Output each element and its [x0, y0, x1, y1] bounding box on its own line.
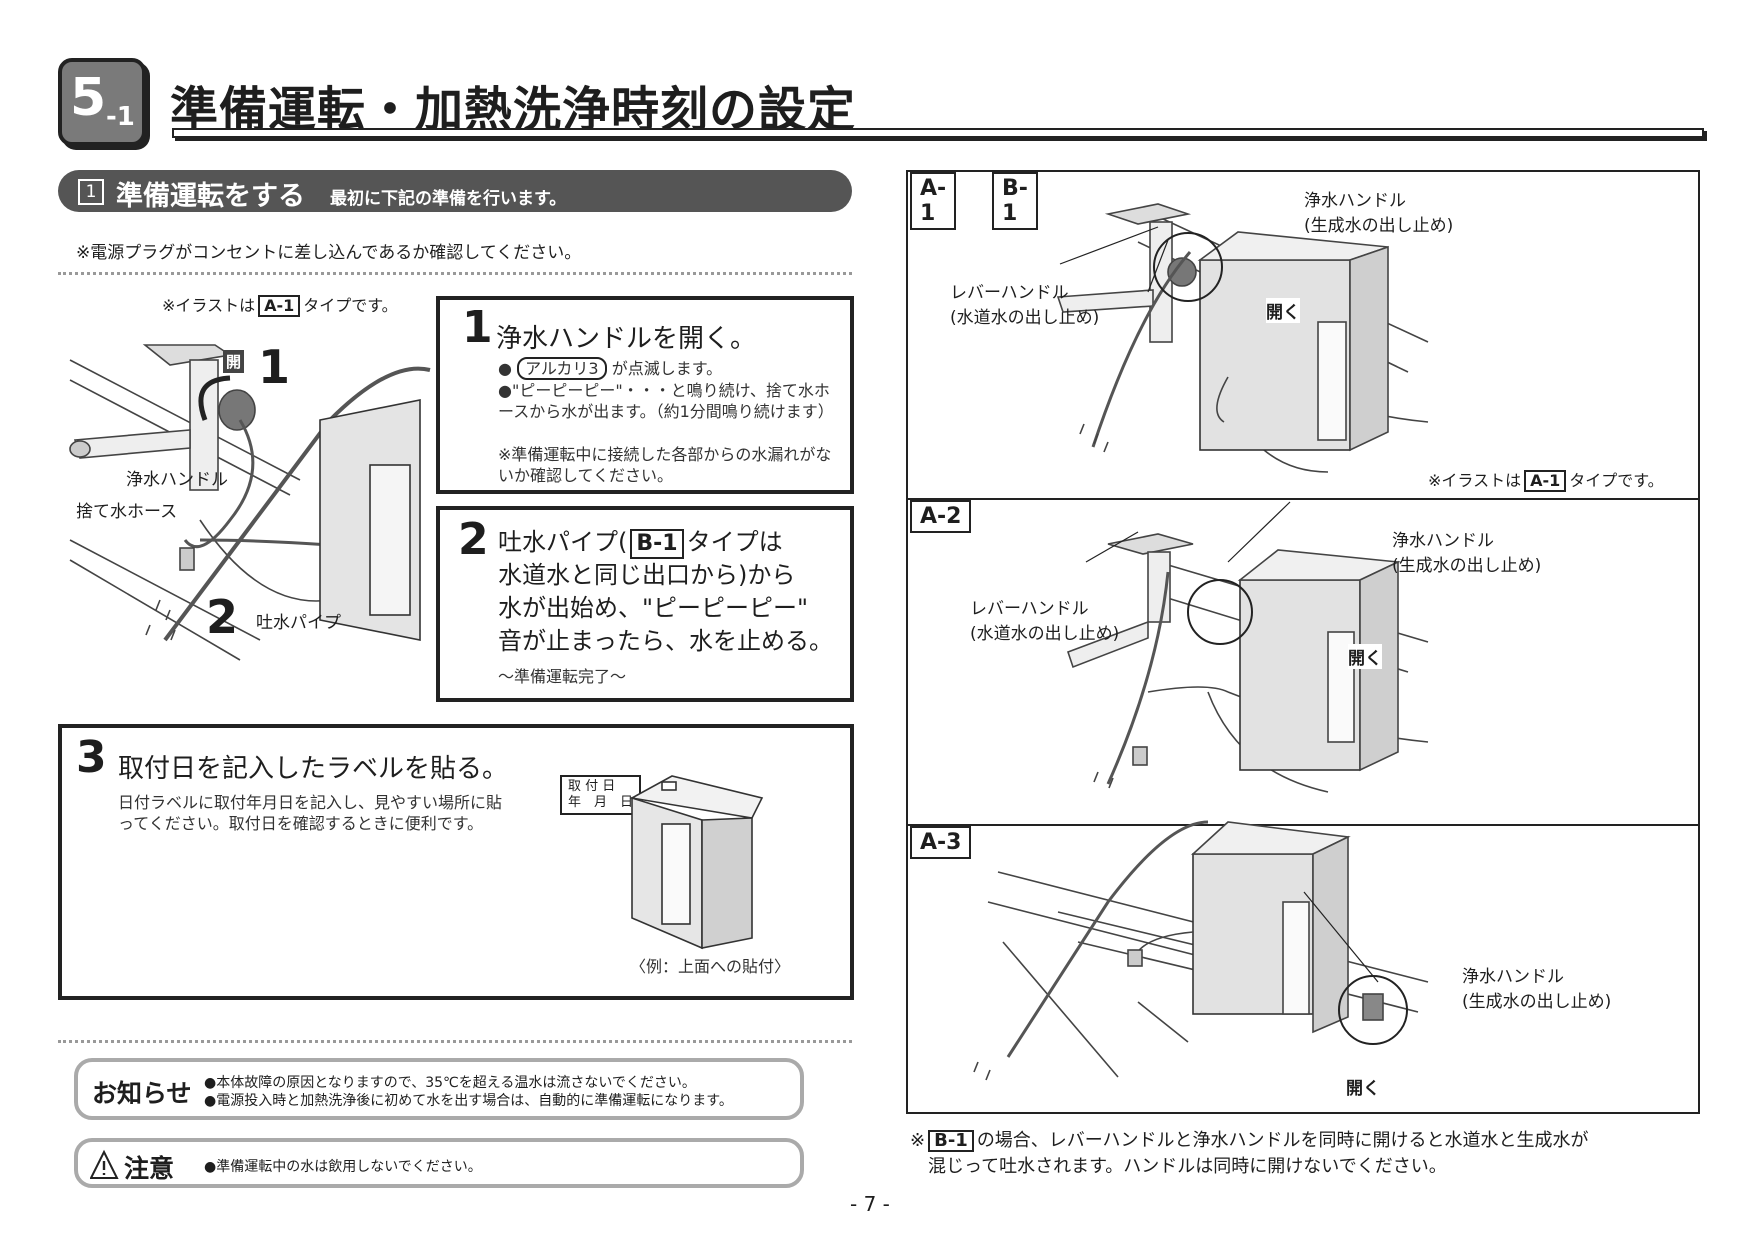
step1-title: 浄水ハンドルを開く。: [496, 324, 757, 354]
step3-number: 3: [76, 732, 107, 783]
a3-purified-handle-label: 浄水ハンドル: [1462, 967, 1564, 987]
a2-lever-handle-label: レバーハンドル: [970, 599, 1089, 619]
step2-line1-pre: 吐水パイプ(: [498, 528, 628, 556]
open-tag: 開: [223, 350, 245, 373]
illustration-caption-type: A-1: [258, 295, 301, 317]
section-badge: 5 -1: [58, 58, 146, 146]
a2-open: 開く: [1348, 644, 1382, 669]
step2-line4: 音が止まったら、水を止める。: [498, 627, 834, 655]
a1-lever-handle-sub: (水道水の出し止め): [950, 308, 1100, 328]
right-panels: A-1 B-1 浄水ハンドル (生成水の出し止め) レバーハンドル (水道水の出…: [906, 170, 1700, 1114]
caution-title: 注意: [124, 1154, 175, 1183]
step1-line1-bullet: ●: [498, 359, 512, 378]
section-badge-number: 5: [70, 68, 107, 128]
label-drain-hose: 捨て水ホース: [76, 502, 178, 522]
dotted-divider: [58, 272, 852, 275]
page-number: - 7 -: [850, 1192, 890, 1216]
step2-number: 2: [458, 514, 489, 565]
a1-caption-post: タイプです。: [1569, 471, 1664, 490]
panel-divider-2: [908, 824, 1698, 826]
footnote-line1-text: の場合、レバーハンドルと浄水ハンドルを同時に開けると水道水と生成水が: [976, 1130, 1589, 1151]
panel-divider-1: [908, 498, 1698, 500]
dotted-divider-2: [58, 1040, 852, 1043]
step3-title: 取付日を記入したラベルを貼る。: [118, 754, 509, 784]
a1-lever-handle: レバーハンドル (水道水の出し止め): [950, 278, 1099, 328]
section-badge-sub: -1: [106, 102, 135, 132]
step2-line3: 水が出始め、"ピーピーピー": [498, 594, 809, 622]
section1-title: 準備運転をする: [116, 181, 305, 212]
notice-box: お知らせ ●本体故障の原因となりますので、35℃を超える温水は流さないでください…: [74, 1058, 804, 1120]
notice-line2: ●電源投入時と加熱洗浄後に初めて水を出す場合は、自動的に準備運転になります。: [204, 1093, 733, 1109]
step1-box: 1 浄水ハンドルを開く。 ● アルカリ3 が点滅します。 ●"ピーピーピー"・・…: [436, 296, 854, 494]
notice-title: お知らせ: [92, 1079, 192, 1108]
a1-purified-handle: 浄水ハンドル (生成水の出し止め): [1304, 186, 1453, 236]
illustration-caption-post: タイプです。: [303, 296, 398, 315]
power-plug-note: ※電源プラグがコンセントに差し込んであるか確認してください。: [76, 243, 582, 263]
footnote-mark: ※: [910, 1130, 926, 1151]
step1-number: 1: [462, 302, 493, 353]
marker-2: 2: [206, 590, 239, 644]
a2-purified-handle-sub: (生成水の出し止め): [1392, 556, 1542, 576]
footnote-line2: 混じって吐水されます。ハンドルは同時に開けないでください。: [928, 1156, 1447, 1177]
notice-line1: ●本体故障の原因となりますので、35℃を超える温水は流さないでください。: [204, 1075, 696, 1091]
a2-purified-handle-label: 浄水ハンドル: [1392, 531, 1494, 551]
step3-box: 3 取付日を記入したラベルを貼る。 日付ラベルに取付年月日を記入し、見やすい場所…: [58, 724, 854, 1000]
panel-label-a1: A-1: [910, 172, 957, 230]
alkali3-badge: アルカリ3: [517, 357, 607, 380]
a1-caption-type: A-1: [1524, 470, 1567, 492]
step3-example: 〈例：上面への貼付〉: [630, 957, 791, 976]
section1-number: 1: [78, 179, 104, 205]
step1-line3: ※準備運転中に接続した各部からの水漏れがないか確認してください。: [498, 445, 832, 485]
step1-line2: ●"ピーピーピー"・・・と鳴り続け、捨て水ホースから水が出ます。（約1分間鳴り続…: [498, 381, 834, 421]
step3-body: 日付ラベルに取付年月日を記入し、見やすい場所に貼ってください。取付日を確認すると…: [118, 793, 503, 833]
a2-purified-handle: 浄水ハンドル (生成水の出し止め): [1392, 526, 1541, 576]
step2-line1-post: タイプは: [686, 528, 783, 556]
a1-purified-handle-sub: (生成水の出し止め): [1304, 216, 1454, 236]
marker-1: 1: [258, 340, 291, 394]
date-label: 取 付 日 年 月 日: [560, 775, 642, 815]
a2-lever-handle-sub: (水道水の出し止め): [970, 624, 1120, 644]
a1-open: 開く: [1266, 298, 1300, 323]
step2-footer: 〜準備運転完了〜: [498, 667, 627, 686]
warning-triangle-icon: [90, 1149, 119, 1179]
a3-open: 開く: [1346, 1074, 1380, 1099]
step1-line1-text: が点滅します。: [611, 359, 723, 378]
a1-purified-handle-label: 浄水ハンドル: [1304, 191, 1406, 211]
step2-line1-type: B-1: [630, 529, 684, 559]
a2-lever-handle: レバーハンドル (水道水の出し止め): [970, 594, 1119, 644]
label-purified-handle: 浄水ハンドル: [126, 470, 228, 490]
illustration-caption-pre: ※イラストは: [162, 296, 256, 315]
step2-line2: 水道水と同じ出口から)から: [498, 561, 796, 589]
a3-purified-handle-sub: (生成水の出し止め): [1462, 992, 1612, 1012]
panel-label-b1: B-1: [992, 172, 1038, 230]
a3-purified-handle: 浄水ハンドル (生成水の出し止め): [1462, 962, 1611, 1012]
title-rule: [172, 128, 1704, 138]
label-spout-pipe: 吐水パイプ: [256, 613, 341, 633]
step1-line1: ● アルカリ3 が点滅します。: [498, 357, 723, 380]
footnote-type: B-1: [928, 1130, 974, 1152]
panel-label-a2: A-2: [910, 500, 972, 533]
date-label-line1: 取 付 日: [568, 779, 616, 794]
panel-label-a3: A-3: [910, 826, 972, 859]
a1-lever-handle-label: レバーハンドル: [950, 283, 1069, 303]
section1-subtitle: 最初に下記の準備を行います。: [330, 189, 567, 209]
caution-line1: ●準備運転中の水は飲用しないでください。: [204, 1159, 482, 1175]
section1-bar: 1 準備運転をする 最初に下記の準備を行います。: [58, 170, 852, 212]
notice-lines: ●本体故障の原因となりますので、35℃を超える温水は流さないでください。 ●電源…: [204, 1074, 733, 1110]
date-label-line2: 年 月 日: [568, 795, 634, 810]
caution-box: 注意 ●準備運転中の水は飲用しないでください。: [74, 1138, 804, 1188]
a1-caption-pre: ※イラストは: [1428, 471, 1522, 490]
